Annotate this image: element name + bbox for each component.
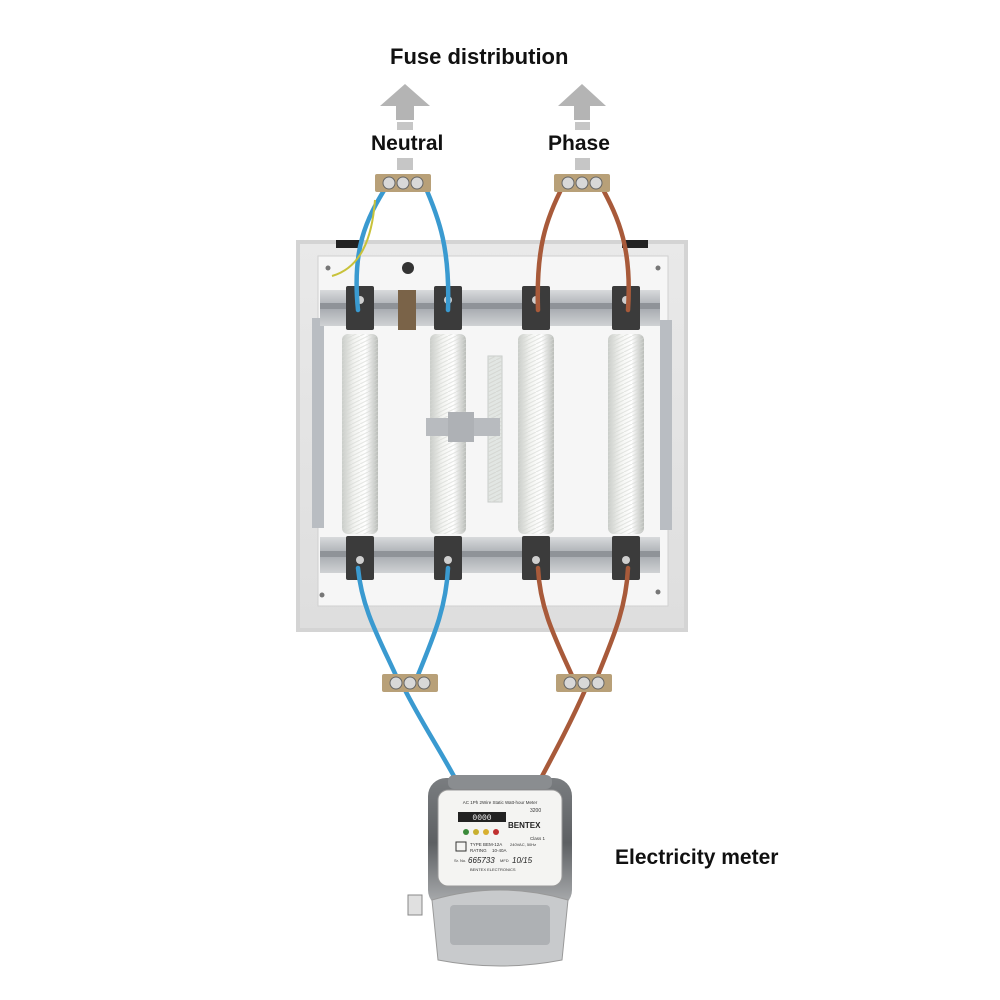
electricity-meter-label: Electricity meter	[615, 846, 779, 869]
meter-mfg-label: MFD	[500, 858, 509, 863]
neutral-up-arrow	[380, 84, 430, 170]
spare-fuse-strip	[426, 355, 503, 503]
fuse-3	[518, 334, 554, 534]
meter-serial: 665733	[468, 856, 495, 865]
phase-terminal-bottom	[556, 674, 612, 692]
meter-class: Class 1	[530, 836, 546, 841]
meter-header: AC 1Ph 2Wire Static Watt-hour Meter	[463, 800, 538, 805]
meter-impulse: 3200	[530, 808, 541, 814]
neutral-terminal-top	[375, 174, 431, 192]
neutral-wires	[354, 181, 459, 783]
meter-brand: BENTEX	[508, 821, 541, 830]
fuse-4	[608, 334, 644, 534]
fuse-1	[342, 334, 378, 534]
meter-type: TYPE BEM-12A	[470, 842, 502, 847]
phase-up-arrow	[558, 84, 606, 170]
neutral-label: Neutral	[371, 132, 444, 155]
meter-rating-value: 10-40A	[492, 848, 507, 853]
phase-terminal-top	[554, 174, 610, 192]
phase-wires	[535, 181, 631, 783]
meter-serial-label: Sr. No.	[454, 858, 466, 863]
meter-maker: BENTEX ELECTRONICS	[470, 867, 516, 872]
fuse-distribution-title: Fuse distribution	[390, 44, 569, 69]
earth-wire	[331, 199, 376, 277]
electricity-meter	[407, 775, 572, 967]
meter-counter: 0000	[472, 814, 491, 823]
meter-mfg: 10/15	[512, 856, 533, 865]
phase-label: Phase	[548, 132, 610, 155]
meter-voltage: 240VAC, 50Hz	[510, 842, 536, 847]
meter-rating-label: RATING	[470, 848, 487, 853]
neutral-terminal-bottom	[382, 674, 438, 692]
